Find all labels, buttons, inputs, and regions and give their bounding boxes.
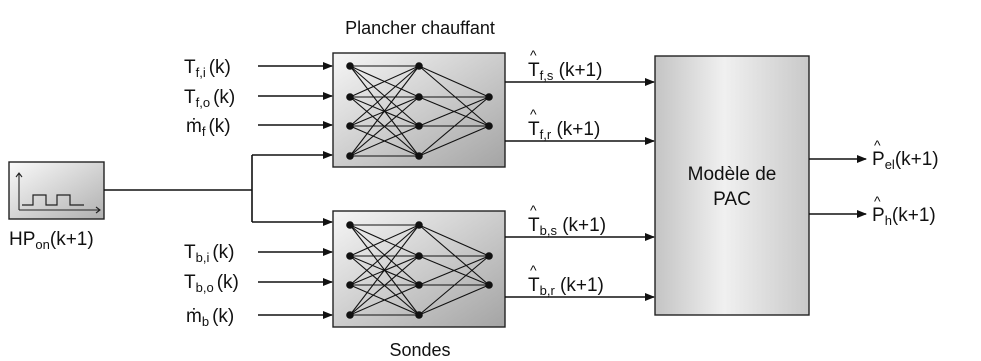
network-neuron [415, 252, 423, 260]
network-connection [418, 224, 490, 257]
model-output-arrows [809, 155, 867, 218]
probe-input-arrows [258, 248, 333, 319]
network-neuron [415, 62, 423, 70]
network-neuron [346, 252, 354, 260]
electric-power-label: Pel(k+1) [872, 149, 939, 172]
network-connection [418, 125, 490, 157]
network-output-arrows [505, 78, 655, 301]
network-connection [349, 125, 420, 157]
hat-accent: ^ [530, 106, 537, 122]
floor-heating-neural-network [332, 52, 506, 168]
probes-title: Sondes [389, 340, 450, 360]
hat-accent: ^ [530, 47, 537, 63]
network-connection [418, 96, 490, 157]
network-connection [349, 65, 420, 98]
network-connection [349, 65, 420, 127]
network-neuron [485, 122, 493, 130]
network-connection [349, 255, 420, 316]
hat-accent: ^ [874, 193, 881, 209]
network-neuron [346, 152, 354, 160]
probe-output-label: Tb,r (k+1) [528, 275, 604, 298]
network-connection [349, 224, 420, 257]
hat-accent: ^ [530, 202, 537, 218]
model-title-line2: PAC [713, 189, 751, 210]
network-neuron [485, 252, 493, 260]
network-connection [418, 65, 490, 127]
signal-generator-block [8, 161, 105, 220]
probe-output-label: Tb,s (k+1) [528, 215, 606, 238]
network-neuron [346, 311, 354, 319]
network-neuron [485, 281, 493, 289]
probe-input-label: ṁb(k) [186, 306, 234, 329]
network-connection [349, 224, 420, 316]
floor-heating-title: Plancher chauffant [345, 18, 495, 38]
floor-output-label: Tf,s (k+1) [528, 60, 602, 83]
floor-input-labels: Tf,i(k) Tf,o(k) ṁf(k) [184, 57, 235, 139]
hat-accent: ^ [530, 262, 537, 278]
hp-on-label: HPon(k+1) [9, 229, 94, 252]
network-output-labels: Tf,s (k+1) ^ Tf,r (k+1) ^ Tb,s (k+1) ^ T… [528, 47, 606, 298]
network-connection [418, 255, 490, 286]
network-neuron [346, 93, 354, 101]
network-connection [349, 224, 420, 286]
network-neuron [415, 311, 423, 319]
control-signal-wires [104, 151, 333, 226]
floor-input-label: Tf,i(k) [184, 57, 231, 80]
network-neuron [415, 281, 423, 289]
floor-input-label: ṁf(k) [186, 116, 231, 139]
hat-accent: ^ [874, 137, 881, 153]
floor-network-graph-icon [346, 62, 493, 160]
network-connection [349, 284, 420, 316]
probe-input-label: Tb,i(k) [184, 242, 235, 265]
probes-network-graph-icon [346, 221, 493, 319]
network-neuron [346, 122, 354, 130]
network-neuron [346, 281, 354, 289]
pulse-signal-icon [15, 172, 101, 214]
network-neuron [346, 221, 354, 229]
network-neuron [415, 122, 423, 130]
network-connection [418, 65, 490, 98]
floor-input-label: Tf,o(k) [184, 87, 235, 110]
network-connection [349, 65, 420, 157]
network-neuron [485, 93, 493, 101]
network-connection [418, 96, 490, 127]
network-neuron [415, 93, 423, 101]
model-title-line1: Modèle de [688, 164, 777, 185]
network-connection [418, 224, 490, 286]
network-neuron [415, 152, 423, 160]
heat-pump-model-block [654, 55, 810, 316]
network-connection [418, 255, 490, 316]
network-neuron [415, 221, 423, 229]
heat-power-label: Ph(k+1) [872, 205, 936, 228]
floor-output-label: Tf,r (k+1) [528, 119, 600, 142]
probe-input-label: Tb,o(k) [184, 272, 239, 295]
network-connection [349, 96, 420, 157]
network-neuron [346, 62, 354, 70]
probe-input-labels: Tb,i(k) Tb,o(k) ṁb(k) [184, 242, 239, 329]
floor-input-arrows [258, 62, 333, 129]
network-connection [418, 284, 490, 316]
